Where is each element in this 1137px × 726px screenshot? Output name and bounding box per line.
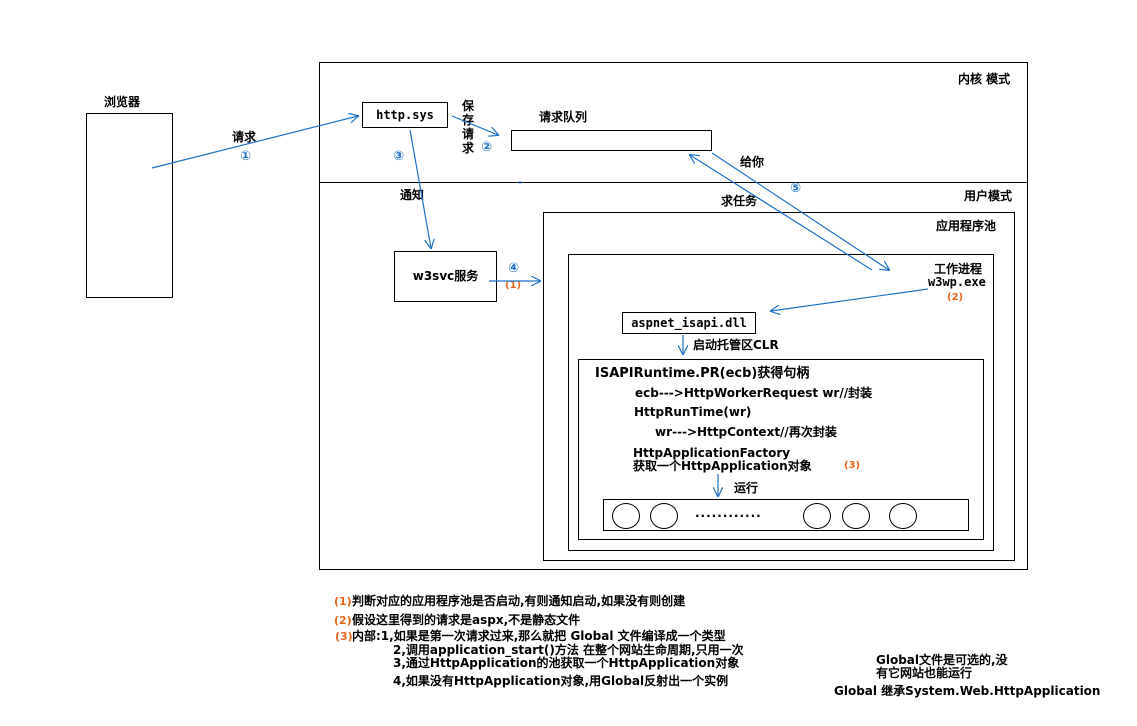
global-note-3: Global 继承System.Web.HttpApplication	[834, 684, 1101, 698]
footnote-3b: 2,调用application_start()方法 在整个网站生命周期,只用一次	[393, 643, 744, 657]
step-4-marker: ④	[508, 261, 520, 276]
worker-process-box	[568, 254, 994, 551]
w3wp-exe-label: w3wp.exe	[928, 275, 986, 289]
runtime-line5: HttpApplicationFactory	[633, 446, 791, 460]
kernel-mode-label: 内核 模式	[958, 72, 1011, 86]
global-note-2: 有它网站也能运行	[876, 666, 973, 680]
global-note-1: Global文件是可选的,没	[876, 653, 1008, 667]
step-2-marker: ②	[481, 140, 493, 155]
runtime-line6: 获取一个HttpApplication对象	[633, 459, 812, 473]
note-2-marker: (2)	[947, 292, 964, 303]
arrow-worker-to-queue	[690, 155, 873, 271]
arrow-worker-to-isapi	[771, 288, 929, 311]
ellipsis: ............	[695, 506, 762, 520]
browser-box	[86, 113, 173, 298]
footnote-1: 判断对应的应用程序池是否启动,有则通知启动,如果没有则创建	[352, 594, 686, 608]
app-instance	[650, 503, 678, 529]
runtime-line3: HttpRunTime(wr)	[634, 405, 752, 419]
step-1-marker: ①	[240, 149, 252, 164]
app-pool-label: 应用程序池	[936, 219, 997, 233]
note-3-marker: (3)	[844, 460, 861, 471]
notify-label: 通知	[400, 188, 425, 202]
note-1-marker: (1)	[505, 280, 522, 291]
step-5-marker: ⑤	[790, 181, 802, 196]
footnote-2-mark: (2)	[334, 614, 352, 627]
w3svc-box: w3svc服务	[394, 251, 497, 302]
run-label: 运行	[734, 481, 759, 495]
footnote-3c: 3,通过HttpApplication的池获取一个HttpApplication…	[393, 656, 740, 670]
clr-label: 启动托管区CLR	[693, 338, 779, 352]
worker-process-label: 工作进程	[934, 262, 983, 276]
footnote-3a: 内部:1,如果是第一次请求过来,那么就把 Global 文件编译成一个类型	[352, 629, 726, 643]
mode-divider	[319, 182, 1028, 183]
footnote-3d: 4,如果没有HttpApplication对象,用Global反射出一个实例	[393, 674, 729, 688]
arrow-browser-to-httpsys	[151, 116, 358, 169]
request-label: 请求	[232, 130, 257, 144]
footnote-3-mark: (3)	[335, 630, 353, 643]
runtime-box	[578, 359, 984, 540]
arrow-queue-to-worker	[711, 152, 889, 270]
runtime-line2: ecb--->HttpWorkerRequest wr//封装	[635, 386, 873, 400]
app-pool-box	[543, 212, 1015, 561]
ask-task-label: 求任务	[721, 194, 758, 208]
app-instance	[612, 503, 640, 529]
footnote-2: 假设这里得到的请求是aspx,不是静态文件	[352, 613, 581, 627]
browser-label: 浏览器	[104, 95, 141, 109]
arrow-httpsys-to-queue	[451, 115, 498, 135]
give-you-label: 给你	[740, 155, 765, 169]
queue-label: 请求队列	[539, 110, 588, 124]
http-sys-box: http.sys	[362, 102, 448, 128]
runtime-line1: ISAPIRuntime.PR(ecb)获得句柄	[595, 366, 810, 381]
app-instance	[842, 503, 870, 529]
server-box	[319, 62, 1028, 570]
runtime-line4: wr--->HttpContext//再次封装	[655, 425, 837, 439]
user-mode-label: 用户模式	[964, 189, 1013, 203]
arrow-httpsys-to-w3svc	[409, 129, 431, 248]
aspnet-isapi-box: aspnet_isapi.dll	[622, 312, 756, 334]
request-queue-box	[511, 130, 712, 151]
footnote-1-mark: (1)	[334, 595, 352, 608]
app-instance	[803, 503, 831, 529]
step-3-marker: ③	[393, 149, 405, 164]
app-instance	[889, 503, 917, 529]
